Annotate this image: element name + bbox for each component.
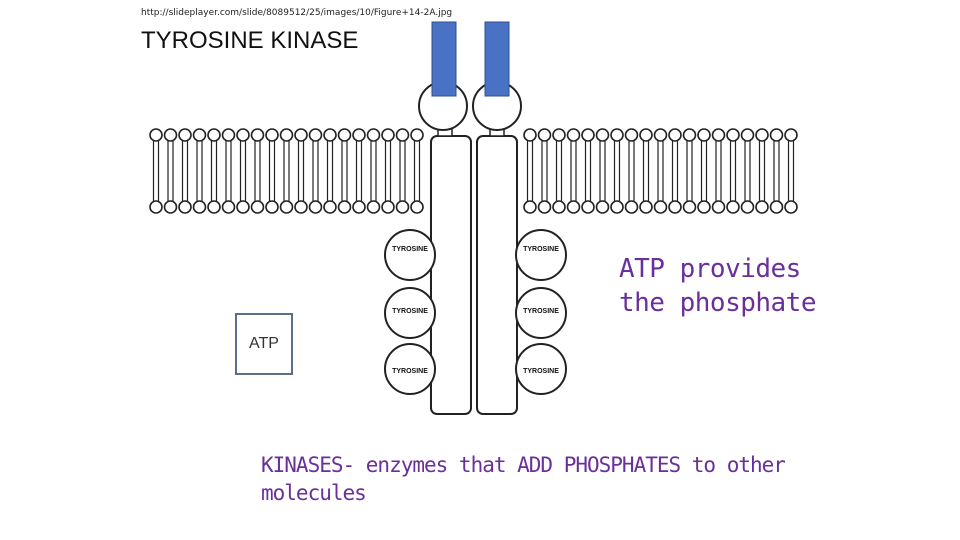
lipid-molecule [163,128,178,214]
lipid-molecule [178,128,192,214]
receptor-right-column [476,135,518,415]
svg-text:TYROSINE: TYROSINE [392,246,428,253]
lipid-molecule [523,128,537,214]
lipid-molecule [250,128,265,214]
tyrosine-residue-right-2: TYROSINE [515,287,567,339]
lipid-molecule [395,128,410,214]
lipid-molecule [711,128,726,214]
lipid-molecule [381,128,395,214]
lipid-molecule [668,128,682,214]
lipid-molecule [653,128,668,214]
lipid-molecule [265,128,279,214]
lipid-molecule [537,128,552,214]
lipid-molecule [740,128,755,214]
source-url[interactable]: http://slideplayer.com/slide/8089512/25/… [141,8,453,18]
lipid-molecule [784,128,798,214]
lipid-molecule [366,128,381,214]
tyrosine-residue-right-1: TYROSINE [515,229,567,281]
lipid-molecule [149,128,163,214]
lipid-molecule [323,128,337,214]
lipid-molecule [624,128,639,214]
lipid-molecule [610,128,624,214]
lipid-molecule [595,128,610,214]
atp-box: ATP [235,313,293,375]
lipid-molecule [337,128,352,214]
lipid-molecule [581,128,595,214]
lipid-molecule [410,128,424,214]
lipid-molecule [207,128,221,214]
lipid-molecule [552,128,566,214]
signal-molecule-right [484,21,510,97]
lipid-molecule [639,128,653,214]
atp-note: ATP provides the phosphate [619,254,817,318]
lipid-molecule [726,128,740,214]
lipid-molecule [294,128,308,214]
receptor-left-column [430,135,472,415]
lipid-molecule [566,128,581,214]
svg-text:TYROSINE: TYROSINE [392,368,428,375]
lipid-molecule [769,128,784,214]
lipid-bilayer [149,128,798,214]
lipid-molecule [192,128,207,214]
svg-text:TYROSINE: TYROSINE [523,246,559,253]
lipid-molecule [279,128,294,214]
slide-title: TYROSINE KINASE [141,27,359,54]
lipid-molecule [221,128,236,214]
lipid-molecule [697,128,711,214]
tyrosine-residue-left-1: TYROSINE [384,229,436,281]
lipid-molecule [308,128,323,214]
svg-text:TYROSINE: TYROSINE [523,368,559,375]
lipid-molecule [682,128,697,214]
tyrosine-residue-left-3: TYROSINE [384,343,436,395]
atp-label: ATP [249,335,279,352]
kinase-note: KINASES- enzymes that ADD PHOSPHATES to … [261,453,786,505]
svg-text:TYROSINE: TYROSINE [392,308,428,315]
svg-text:TYROSINE: TYROSINE [523,308,559,315]
lipid-molecule [352,128,366,214]
lipid-molecule [755,128,769,214]
tyrosine-residue-right-3: TYROSINE [515,343,567,395]
lipid-molecule [236,128,250,214]
signal-molecule-left [431,21,457,97]
tyrosine-residue-left-2: TYROSINE [384,287,436,339]
